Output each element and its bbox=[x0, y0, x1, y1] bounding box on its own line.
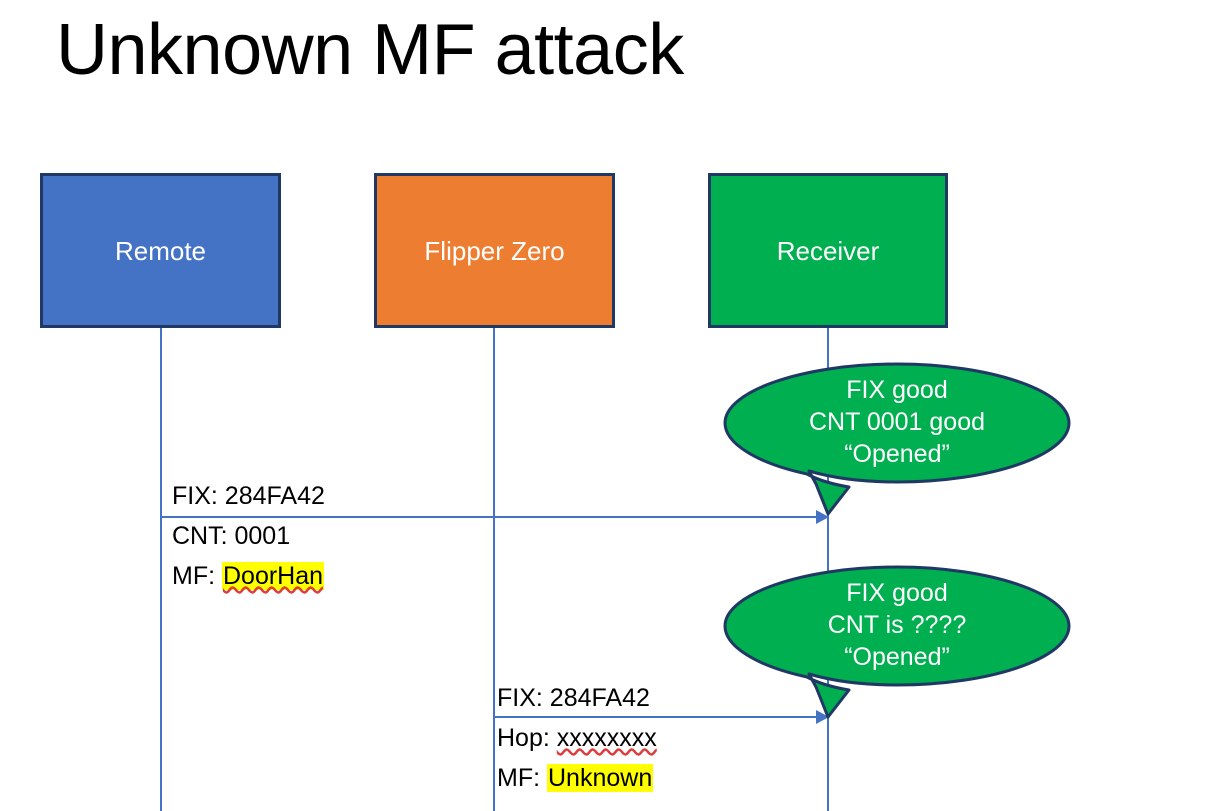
callout-text-line: CNT is ???? bbox=[827, 611, 967, 639]
message-text-line: CNT: 0001 bbox=[172, 516, 325, 556]
message-text-line: Hop: xxxxxxxx bbox=[497, 718, 657, 758]
actor-label-remote: Remote bbox=[114, 235, 207, 266]
message-field-value: 0001 bbox=[234, 522, 291, 550]
actor-box-remote[interactable]: Remote bbox=[40, 173, 281, 328]
callout-text-line: CNT 0001 good bbox=[808, 408, 986, 436]
message-field-label: FIX: bbox=[497, 684, 550, 712]
callout-text-line: FIX good bbox=[846, 579, 948, 607]
message-field-label: Hop: bbox=[497, 724, 557, 752]
message-field-value: 284FA42 bbox=[549, 684, 650, 712]
message-field-label: CNT: bbox=[172, 522, 235, 550]
callout-text-line: “Opened” bbox=[844, 643, 950, 671]
lifeline-remote bbox=[160, 328, 162, 811]
callout-text-line: FIX good bbox=[846, 376, 948, 404]
actor-box-flipper-zero[interactable]: Flipper Zero bbox=[374, 173, 615, 328]
message-field-label: MF: bbox=[172, 562, 222, 590]
callout-text-line: “Opened” bbox=[844, 440, 950, 468]
message-field-label: MF: bbox=[497, 764, 547, 792]
lifeline-receiver bbox=[827, 328, 829, 811]
actor-label-flipper-zero: Flipper Zero bbox=[424, 235, 565, 266]
message-text-line: FIX: 284FA42 bbox=[172, 476, 325, 516]
message-arrow-remote-to-receiver bbox=[161, 510, 829, 524]
message-field-value: 284FA42 bbox=[224, 482, 325, 510]
callout-shape-icon bbox=[723, 565, 1071, 719]
page-title: Unknown MF attack bbox=[56, 10, 684, 90]
lifeline-flipper-zero bbox=[493, 328, 495, 811]
message-field-value: xxxxxxxx bbox=[556, 724, 657, 752]
message-field-label: FIX: bbox=[172, 482, 225, 510]
callout-shape-icon bbox=[723, 362, 1071, 516]
message-text-line: MF: Unknown bbox=[497, 758, 657, 798]
actor-label-receiver: Receiver bbox=[776, 235, 880, 266]
message-field-value: Unknown bbox=[547, 764, 654, 792]
message-text-line: MF: DoorHan bbox=[172, 556, 325, 596]
actor-box-receiver[interactable]: Receiver bbox=[708, 173, 948, 328]
message-field-value: DoorHan bbox=[222, 562, 325, 590]
message-text-line: FIX: 284FA42 bbox=[497, 678, 657, 718]
